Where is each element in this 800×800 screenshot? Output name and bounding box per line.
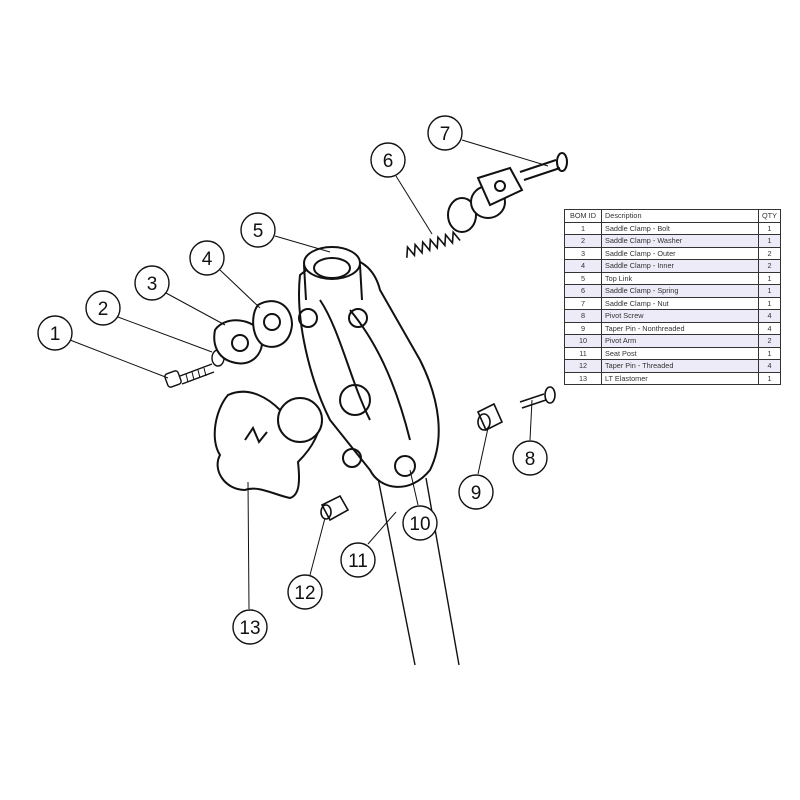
bom-cell-qty: 1 bbox=[758, 346, 781, 360]
callout-10: 10 bbox=[402, 505, 438, 541]
bom-cell-qty: 1 bbox=[758, 296, 781, 310]
bom-cell-description: LT Elastomer bbox=[601, 371, 759, 385]
bom-cell-id: 5 bbox=[564, 271, 602, 285]
leader-lines bbox=[69, 139, 549, 610]
bom-header-qty: QTY bbox=[758, 209, 781, 223]
svg-text:9: 9 bbox=[471, 483, 482, 504]
part-lt-elastomer bbox=[213, 390, 323, 500]
bom-cell-description: Saddle Clamp - Inner bbox=[601, 259, 759, 273]
bom-cell-qty: 1 bbox=[758, 234, 781, 248]
svg-text:12: 12 bbox=[294, 583, 315, 604]
callouts: 1 2 3 4 5 6 7 8 9 10 11 12 13 bbox=[37, 115, 548, 645]
callout-11: 11 bbox=[340, 542, 376, 578]
bom-cell-id: 12 bbox=[564, 359, 602, 373]
bom-cell-id: 13 bbox=[564, 371, 602, 385]
bom-header-row: BOM ID Description QTY bbox=[564, 209, 781, 223]
bom-cell-id: 6 bbox=[564, 284, 602, 298]
bom-cell-id: 2 bbox=[564, 234, 602, 248]
bom-header-id: BOM ID bbox=[564, 209, 602, 223]
bom-cell-description: Taper Pin - Nonthreaded bbox=[601, 321, 759, 335]
svg-text:3: 3 bbox=[147, 274, 158, 295]
bom-cell-description: Saddle Clamp - Bolt bbox=[601, 221, 759, 235]
svg-text:7: 7 bbox=[440, 124, 451, 145]
callout-6: 6 bbox=[370, 142, 406, 178]
bom-cell-id: 8 bbox=[564, 309, 602, 323]
bom-cell-id: 4 bbox=[564, 259, 602, 273]
parts bbox=[164, 152, 568, 666]
callout-8: 8 bbox=[512, 440, 548, 476]
svg-text:10: 10 bbox=[409, 514, 430, 535]
svg-text:11: 11 bbox=[348, 551, 368, 572]
part-pivot-arm bbox=[298, 256, 440, 488]
callout-5: 5 bbox=[240, 212, 276, 248]
bom-header-description: Description bbox=[601, 209, 759, 223]
svg-text:13: 13 bbox=[239, 618, 260, 639]
bom-cell-qty: 4 bbox=[758, 359, 781, 373]
svg-text:5: 5 bbox=[253, 221, 264, 242]
part-taper-pin-nonthreaded bbox=[476, 402, 504, 432]
bom-cell-description: Top Link bbox=[601, 271, 759, 285]
bom-cell-id: 7 bbox=[564, 296, 602, 310]
bom-cell-qty: 1 bbox=[758, 371, 781, 385]
bom-cell-description: Saddle Clamp - Nut bbox=[601, 296, 759, 310]
callout-4: 4 bbox=[189, 240, 225, 276]
bom-cell-description: Pivot Arm bbox=[601, 334, 759, 348]
svg-text:2: 2 bbox=[98, 299, 109, 320]
part-saddle-clamp-bolt bbox=[164, 363, 215, 388]
bom-cell-description: Saddle Clamp - Washer bbox=[601, 234, 759, 248]
bom-cell-qty: 1 bbox=[758, 271, 781, 285]
callout-1: 1 bbox=[37, 315, 73, 351]
svg-text:4: 4 bbox=[202, 249, 213, 270]
bom-cell-description: Seat Post bbox=[601, 346, 759, 360]
bom-cell-description: Saddle Clamp - Spring bbox=[601, 284, 759, 298]
callout-13: 13 bbox=[232, 609, 268, 645]
svg-text:8: 8 bbox=[525, 449, 536, 470]
bom-cell-qty: 2 bbox=[758, 334, 781, 348]
bom-cell-description: Saddle Clamp - Outer bbox=[601, 246, 759, 260]
bom-cell-description: Pivot Screw bbox=[601, 309, 759, 323]
callout-2: 2 bbox=[85, 290, 121, 326]
bom-cell-id: 3 bbox=[564, 246, 602, 260]
callout-12: 12 bbox=[287, 574, 323, 610]
svg-text:1: 1 bbox=[50, 324, 61, 345]
part-saddle-clamp-inner bbox=[252, 300, 294, 348]
part-saddle-clamp-nut bbox=[476, 152, 568, 207]
callout-9: 9 bbox=[458, 474, 494, 510]
callout-3: 3 bbox=[134, 265, 170, 301]
svg-text:6: 6 bbox=[383, 151, 394, 172]
callout-7: 7 bbox=[427, 115, 463, 151]
bom-cell-id: 9 bbox=[564, 321, 602, 335]
bom-cell-qty: 2 bbox=[758, 259, 781, 273]
part-taper-pin-threaded bbox=[320, 494, 350, 522]
bom-cell-qty: 2 bbox=[758, 246, 781, 260]
bom-cell-id: 1 bbox=[564, 221, 602, 235]
part-top-link bbox=[303, 246, 363, 301]
part-saddle-clamp-outer bbox=[213, 319, 264, 365]
bom-cell-qty: 4 bbox=[758, 309, 781, 323]
bom-cell-id: 10 bbox=[564, 334, 602, 348]
part-pivot-screw bbox=[519, 386, 556, 409]
part-seat-post bbox=[377, 477, 460, 666]
bom-cell-description: Taper Pin - Threaded bbox=[601, 359, 759, 373]
bom-cell-qty: 4 bbox=[758, 321, 781, 335]
bom-cell-id: 11 bbox=[564, 346, 602, 360]
bom-cell-qty: 1 bbox=[758, 284, 781, 298]
bom-cell-qty: 1 bbox=[758, 221, 781, 235]
